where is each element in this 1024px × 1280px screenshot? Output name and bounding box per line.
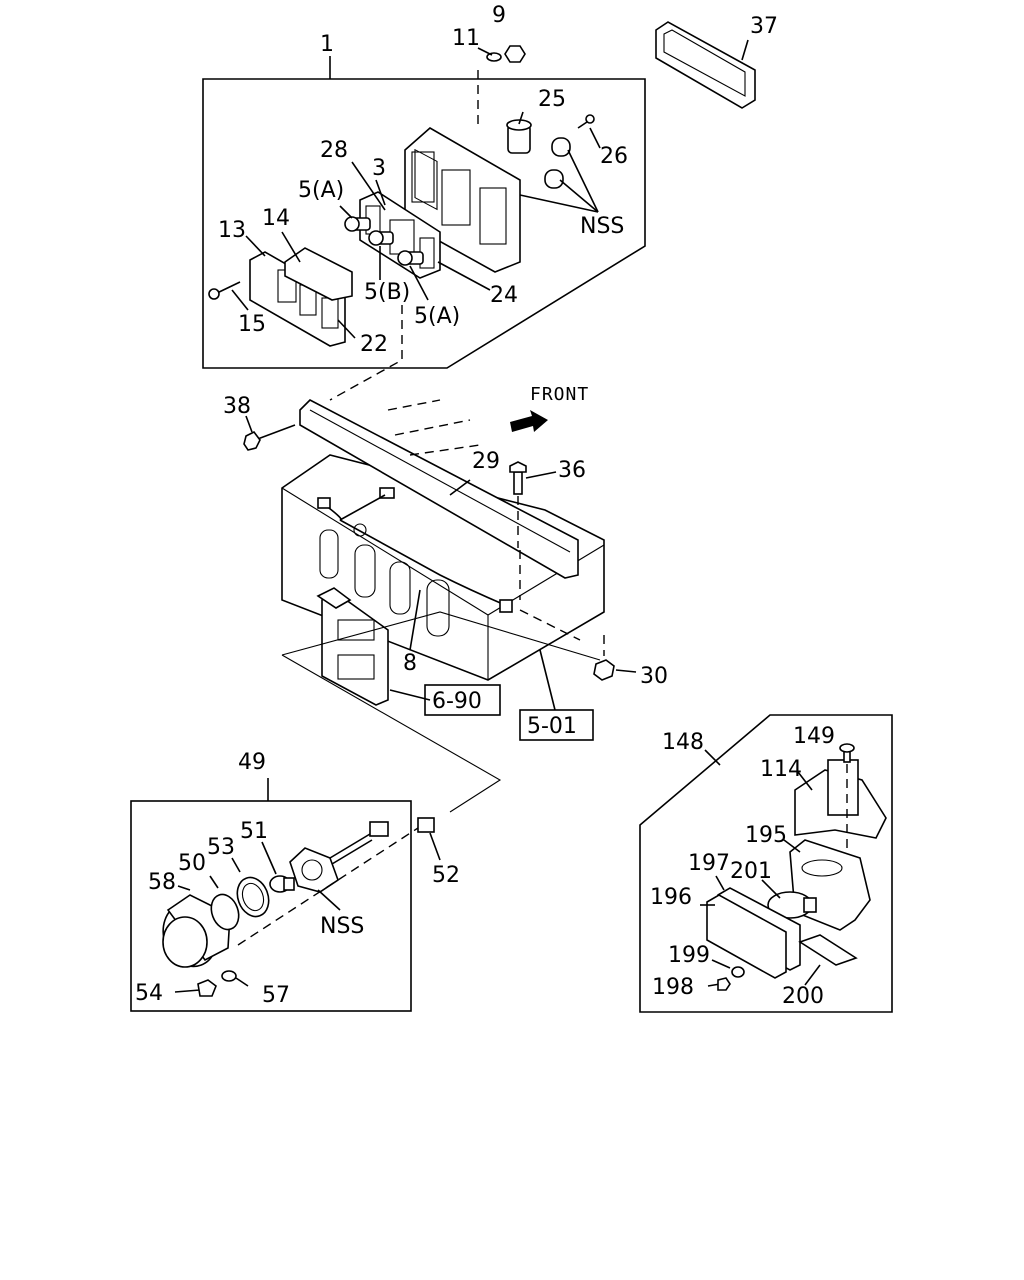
bulb-201 bbox=[767, 891, 817, 919]
bulb-5b bbox=[368, 230, 394, 246]
label-37: 37 bbox=[750, 14, 778, 39]
label-24: 24 bbox=[490, 283, 518, 308]
ref-box-5-01 bbox=[519, 709, 594, 741]
screw-198 bbox=[707, 977, 731, 991]
bracket-6-90 bbox=[316, 587, 389, 706]
label-5a-top: 5(A) bbox=[298, 178, 344, 203]
label-8: 8 bbox=[403, 651, 417, 676]
bulb-5a-top bbox=[344, 216, 371, 232]
label-nss-mid: NSS bbox=[320, 914, 364, 939]
screw-15 bbox=[208, 281, 241, 300]
bolt-38 bbox=[243, 424, 296, 451]
bolt-36 bbox=[509, 461, 557, 548]
label-30: 30 bbox=[640, 664, 668, 689]
label-114: 114 bbox=[760, 757, 802, 782]
front-direction-label: FRONT bbox=[530, 384, 589, 405]
label-3: 3 bbox=[372, 156, 386, 181]
bracket-114 bbox=[794, 759, 887, 839]
label-196: 196 bbox=[650, 885, 692, 910]
bracket-200 bbox=[798, 934, 858, 966]
label-50: 50 bbox=[178, 851, 206, 876]
label-29: 29 bbox=[472, 449, 500, 474]
label-49: 49 bbox=[238, 750, 266, 775]
label-148: 148 bbox=[662, 730, 704, 755]
label-199: 199 bbox=[668, 943, 710, 968]
gasket-50 bbox=[210, 893, 240, 931]
side-light-37 bbox=[655, 21, 756, 109]
label-201: 201 bbox=[730, 859, 772, 884]
group-148-outline bbox=[639, 714, 893, 1013]
label-36: 36 bbox=[558, 458, 586, 483]
label-54: 54 bbox=[135, 981, 163, 1006]
socket-nss bbox=[289, 821, 389, 893]
label-14: 14 bbox=[262, 206, 290, 231]
clip-26 bbox=[551, 114, 595, 157]
bracket-plate bbox=[249, 247, 353, 347]
label-nss-top: NSS bbox=[580, 214, 624, 239]
group-1-outline bbox=[202, 78, 646, 369]
nut-30 bbox=[593, 635, 637, 681]
label-52: 52 bbox=[432, 863, 460, 888]
front-arrow-icon bbox=[510, 410, 548, 432]
label-15: 15 bbox=[238, 312, 266, 337]
label-197: 197 bbox=[688, 851, 730, 876]
label-57: 57 bbox=[262, 983, 290, 1008]
ref-box-6-90 bbox=[424, 684, 501, 716]
washer-57 bbox=[221, 970, 237, 982]
label-13: 13 bbox=[218, 218, 246, 243]
label-1: 1 bbox=[320, 32, 334, 57]
label-11: 11 bbox=[452, 26, 480, 51]
label-28: 28 bbox=[320, 138, 348, 163]
bulb-51 bbox=[269, 875, 295, 893]
ref-6-90: 6-90 bbox=[432, 689, 482, 714]
ref-5-01: 5-01 bbox=[527, 714, 577, 739]
nut-9 bbox=[504, 45, 526, 63]
washer-199 bbox=[731, 966, 745, 978]
label-149: 149 bbox=[793, 724, 835, 749]
label-9: 9 bbox=[492, 3, 506, 28]
label-22: 22 bbox=[360, 332, 388, 357]
lens-196 bbox=[706, 894, 787, 979]
label-195: 195 bbox=[745, 823, 787, 848]
connector-52 bbox=[417, 817, 435, 833]
label-53: 53 bbox=[207, 835, 235, 860]
label-5a-bottom: 5(A) bbox=[414, 304, 460, 329]
screw-54 bbox=[174, 979, 217, 997]
group-49-outline bbox=[130, 800, 412, 1012]
label-38: 38 bbox=[223, 394, 251, 419]
grommet bbox=[544, 169, 564, 189]
label-5b: 5(B) bbox=[364, 280, 410, 305]
label-200: 200 bbox=[782, 984, 824, 1009]
label-51: 51 bbox=[240, 819, 268, 844]
label-25: 25 bbox=[538, 87, 566, 112]
switch-25 bbox=[506, 119, 532, 154]
ring-53 bbox=[236, 876, 270, 918]
label-198: 198 bbox=[652, 975, 694, 1000]
label-58: 58 bbox=[148, 870, 176, 895]
label-26: 26 bbox=[600, 144, 628, 169]
bulb-5a-bottom bbox=[397, 250, 424, 266]
